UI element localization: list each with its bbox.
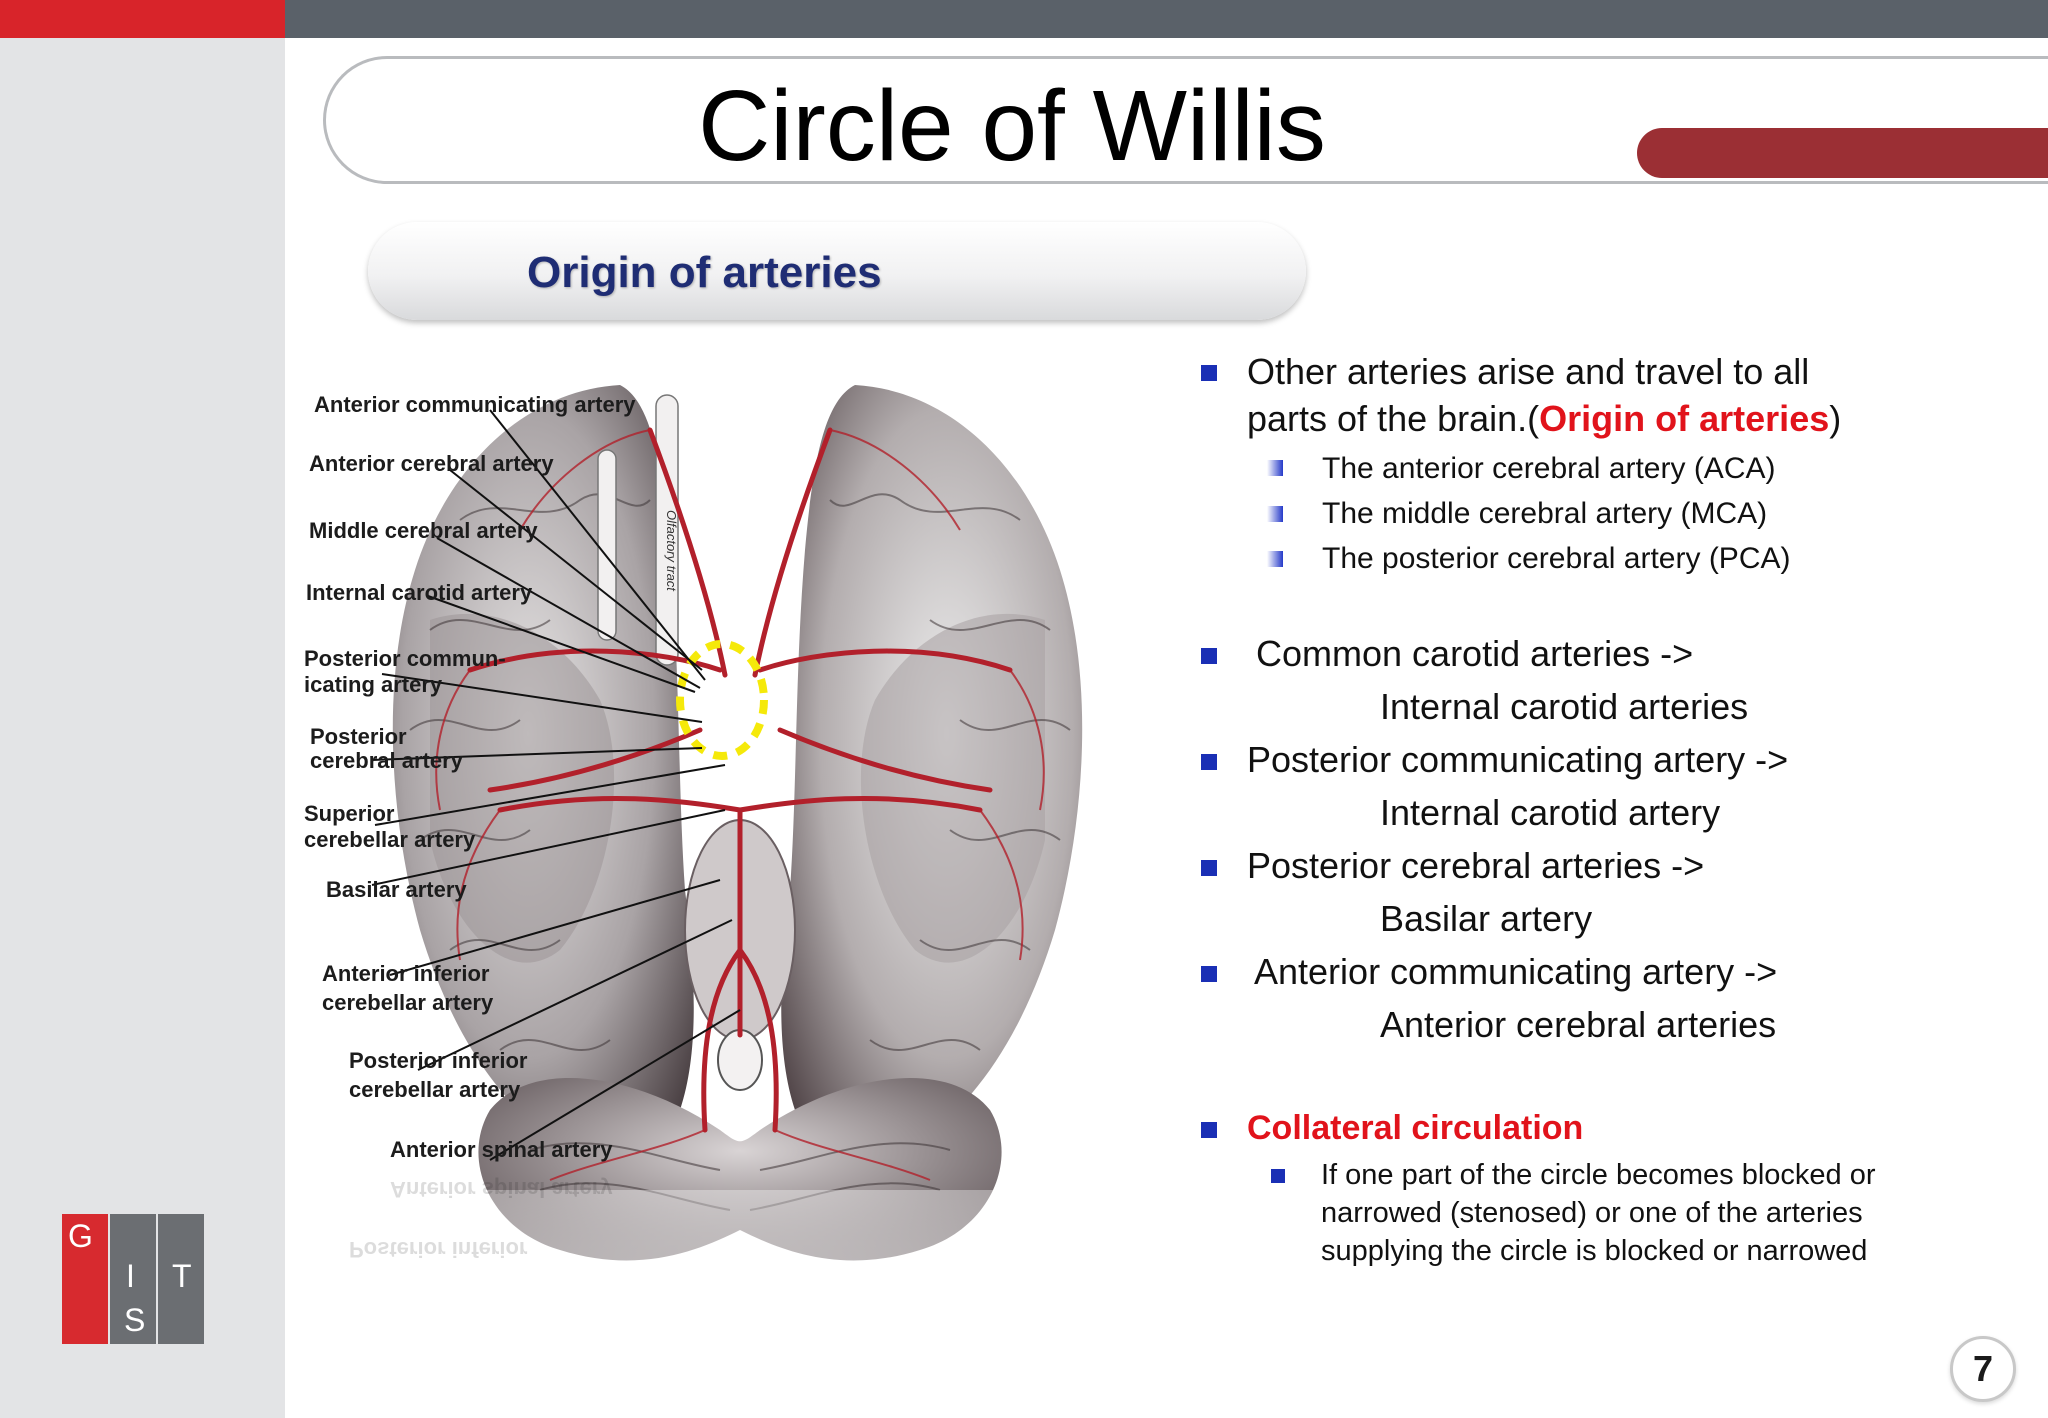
label-posterior-cerebral-line1: Posterior [310, 724, 407, 749]
origin-to-1: Internal carotid arteries [1380, 686, 1749, 727]
brain-illustration: Olfactory tract [300, 385, 1180, 1410]
slide-subtitle: Origin of arteries [527, 248, 882, 297]
label-anterior-communicating-artery: Anterior communicating artery [314, 392, 636, 417]
bullet-marker [1201, 860, 1217, 876]
sub-bullet-marker [1267, 551, 1283, 567]
intro-line1: Other arteries arise and travel to all [1247, 351, 1810, 392]
label-basilar-artery: Basilar artery [326, 877, 467, 902]
bullet-marker [1201, 1122, 1217, 1138]
sub-item-aca: The anterior cerebral artery (ACA) [1322, 452, 1776, 485]
bullet-marker [1201, 365, 1217, 381]
label-posterior-communicating-line2: icating artery [304, 672, 443, 697]
origin-from-2: Posterior communicating artery -> [1247, 739, 1789, 780]
collateral-line-2: narrowed (stenosed) or one of the arteri… [1321, 1197, 1863, 1229]
sub-item-pca: The posterior cerebral artery (PCA) [1322, 542, 1791, 575]
origin-from-1: Common carotid arteries -> [1256, 633, 1694, 674]
intro-line2: parts of the brain.(Origin of arteries) [1247, 398, 1842, 439]
label-superior-cerebellar-line1: Superior [304, 801, 395, 826]
origin-from-3: Posterior cerebral arteries -> [1247, 845, 1705, 886]
page-number: 7 [1972, 1348, 1994, 1389]
reflection-posterior-inferior: Posterior inferior [349, 1237, 528, 1262]
label-posterior-cerebral-line2: cerebral artery [310, 748, 463, 773]
title-accent-pill [1637, 128, 2048, 178]
top-accent-bar [0, 0, 285, 38]
label-anterior-inferior-line1: Anterior inferior [322, 961, 490, 986]
bullet-marker [1201, 966, 1217, 982]
subtitle-bar [368, 222, 1306, 320]
sub-bullet-marker [1267, 460, 1283, 476]
olfactory-tract-label: Olfactory tract [664, 510, 679, 592]
label-posterior-communicating-line1: Posterior commun- [304, 646, 506, 671]
origin-from-4: Anterior communicating artery -> [1254, 951, 1778, 992]
label-internal-carotid-artery: Internal carotid artery [306, 580, 533, 605]
sub-item-mca: The middle cerebral artery (MCA) [1322, 497, 1768, 530]
sub-bullet-marker [1271, 1169, 1285, 1183]
circle-highlight [676, 640, 768, 760]
bullet-marker [1201, 648, 1217, 664]
collateral-heading: Collateral circulation [1247, 1109, 1584, 1147]
page-number-badge [1950, 1336, 2016, 1402]
bullet-marker [1201, 754, 1217, 770]
origin-to-3: Basilar artery [1380, 898, 1593, 939]
title-frame [323, 56, 2048, 184]
collateral-line-1: If one part of the circle becomes blocke… [1321, 1159, 1876, 1191]
logo-cell-g: G [62, 1214, 108, 1344]
slide-title: Circle of Willis [698, 70, 1326, 182]
label-posterior-inferior-line1: Posterior inferior [349, 1048, 528, 1073]
label-anterior-inferior-line2: cerebellar artery [322, 990, 494, 1015]
intro-highlight: Origin of arteries [1539, 398, 1830, 439]
medulla-section [717, 1029, 763, 1091]
origin-to-2: Internal carotid artery [1380, 792, 1721, 833]
left-sidebar [0, 38, 285, 1418]
label-anterior-spinal-artery: Anterior spinal artery [390, 1137, 613, 1162]
label-superior-cerebellar-line2: cerebellar artery [304, 827, 476, 852]
label-middle-cerebral-artery: Middle cerebral artery [309, 518, 538, 543]
label-posterior-inferior-line2: cerebellar artery [349, 1077, 521, 1102]
sub-bullet-marker [1267, 506, 1283, 522]
collateral-line-3: supplying the circle is blocked or narro… [1321, 1235, 1868, 1267]
label-anterior-cerebral-artery: Anterior cerebral artery [309, 451, 554, 476]
logo-cell-i: I [110, 1214, 156, 1344]
top-bar [285, 0, 2048, 38]
origin-to-4: Anterior cerebral arteries [1380, 1004, 1777, 1045]
reflection-anterior-spinal: Anterior spinal artery [390, 1177, 613, 1202]
